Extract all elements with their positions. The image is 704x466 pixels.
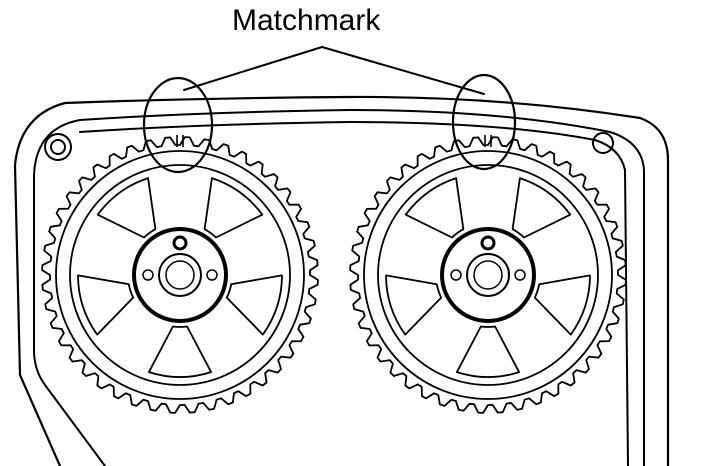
gear-spoke-window	[533, 274, 591, 336]
gear-bore	[466, 253, 510, 297]
gear-bore-inner	[473, 260, 503, 290]
matchmark-ellipse-left	[142, 76, 214, 174]
leader-line-left	[183, 46, 323, 91]
gear-spoke-window	[456, 325, 520, 378]
matchmark-ellipse-right	[451, 73, 517, 171]
gear-bore-inner	[165, 260, 195, 290]
gear-hub-ring	[440, 227, 536, 323]
gear-spoke-window	[385, 274, 443, 336]
gear-dowel-hole	[480, 235, 496, 251]
gear-spoke-window	[203, 177, 264, 239]
gears-layer	[41, 135, 627, 414]
gear-dowel-hole	[172, 235, 188, 251]
gear-spoke-window	[96, 177, 157, 239]
gear-spoke-window	[404, 177, 465, 239]
gear-web-outline	[69, 164, 291, 386]
gear-hub-hole-left	[450, 269, 462, 281]
gear-hub-hole-left	[142, 269, 154, 281]
right-camshaft-pulley	[349, 135, 627, 414]
matchmark	[176, 135, 184, 147]
gear-hub-hole-right	[514, 269, 526, 281]
leader-line-right	[321, 46, 485, 95]
gear-rim	[55, 150, 305, 400]
gear-bore	[158, 253, 202, 297]
gear-web-outline	[377, 164, 599, 386]
matchmark-label: Matchmark	[232, 4, 381, 37]
gear-spoke-window	[148, 325, 212, 378]
gear-spoke-window	[511, 177, 572, 239]
gear-spoke-window	[225, 274, 283, 336]
gear-spoke-window	[77, 274, 135, 336]
gear-hub-hole-right	[206, 269, 218, 281]
left-camshaft-pulley	[41, 135, 319, 414]
gear-teeth	[41, 136, 319, 414]
matchmark	[484, 135, 492, 147]
matchmark-callout: Matchmark	[142, 4, 517, 174]
gear-teeth	[349, 136, 627, 414]
gear-rim	[363, 150, 613, 400]
gear-hub-ring	[132, 227, 228, 323]
cylinder-head-outline	[13, 95, 670, 466]
